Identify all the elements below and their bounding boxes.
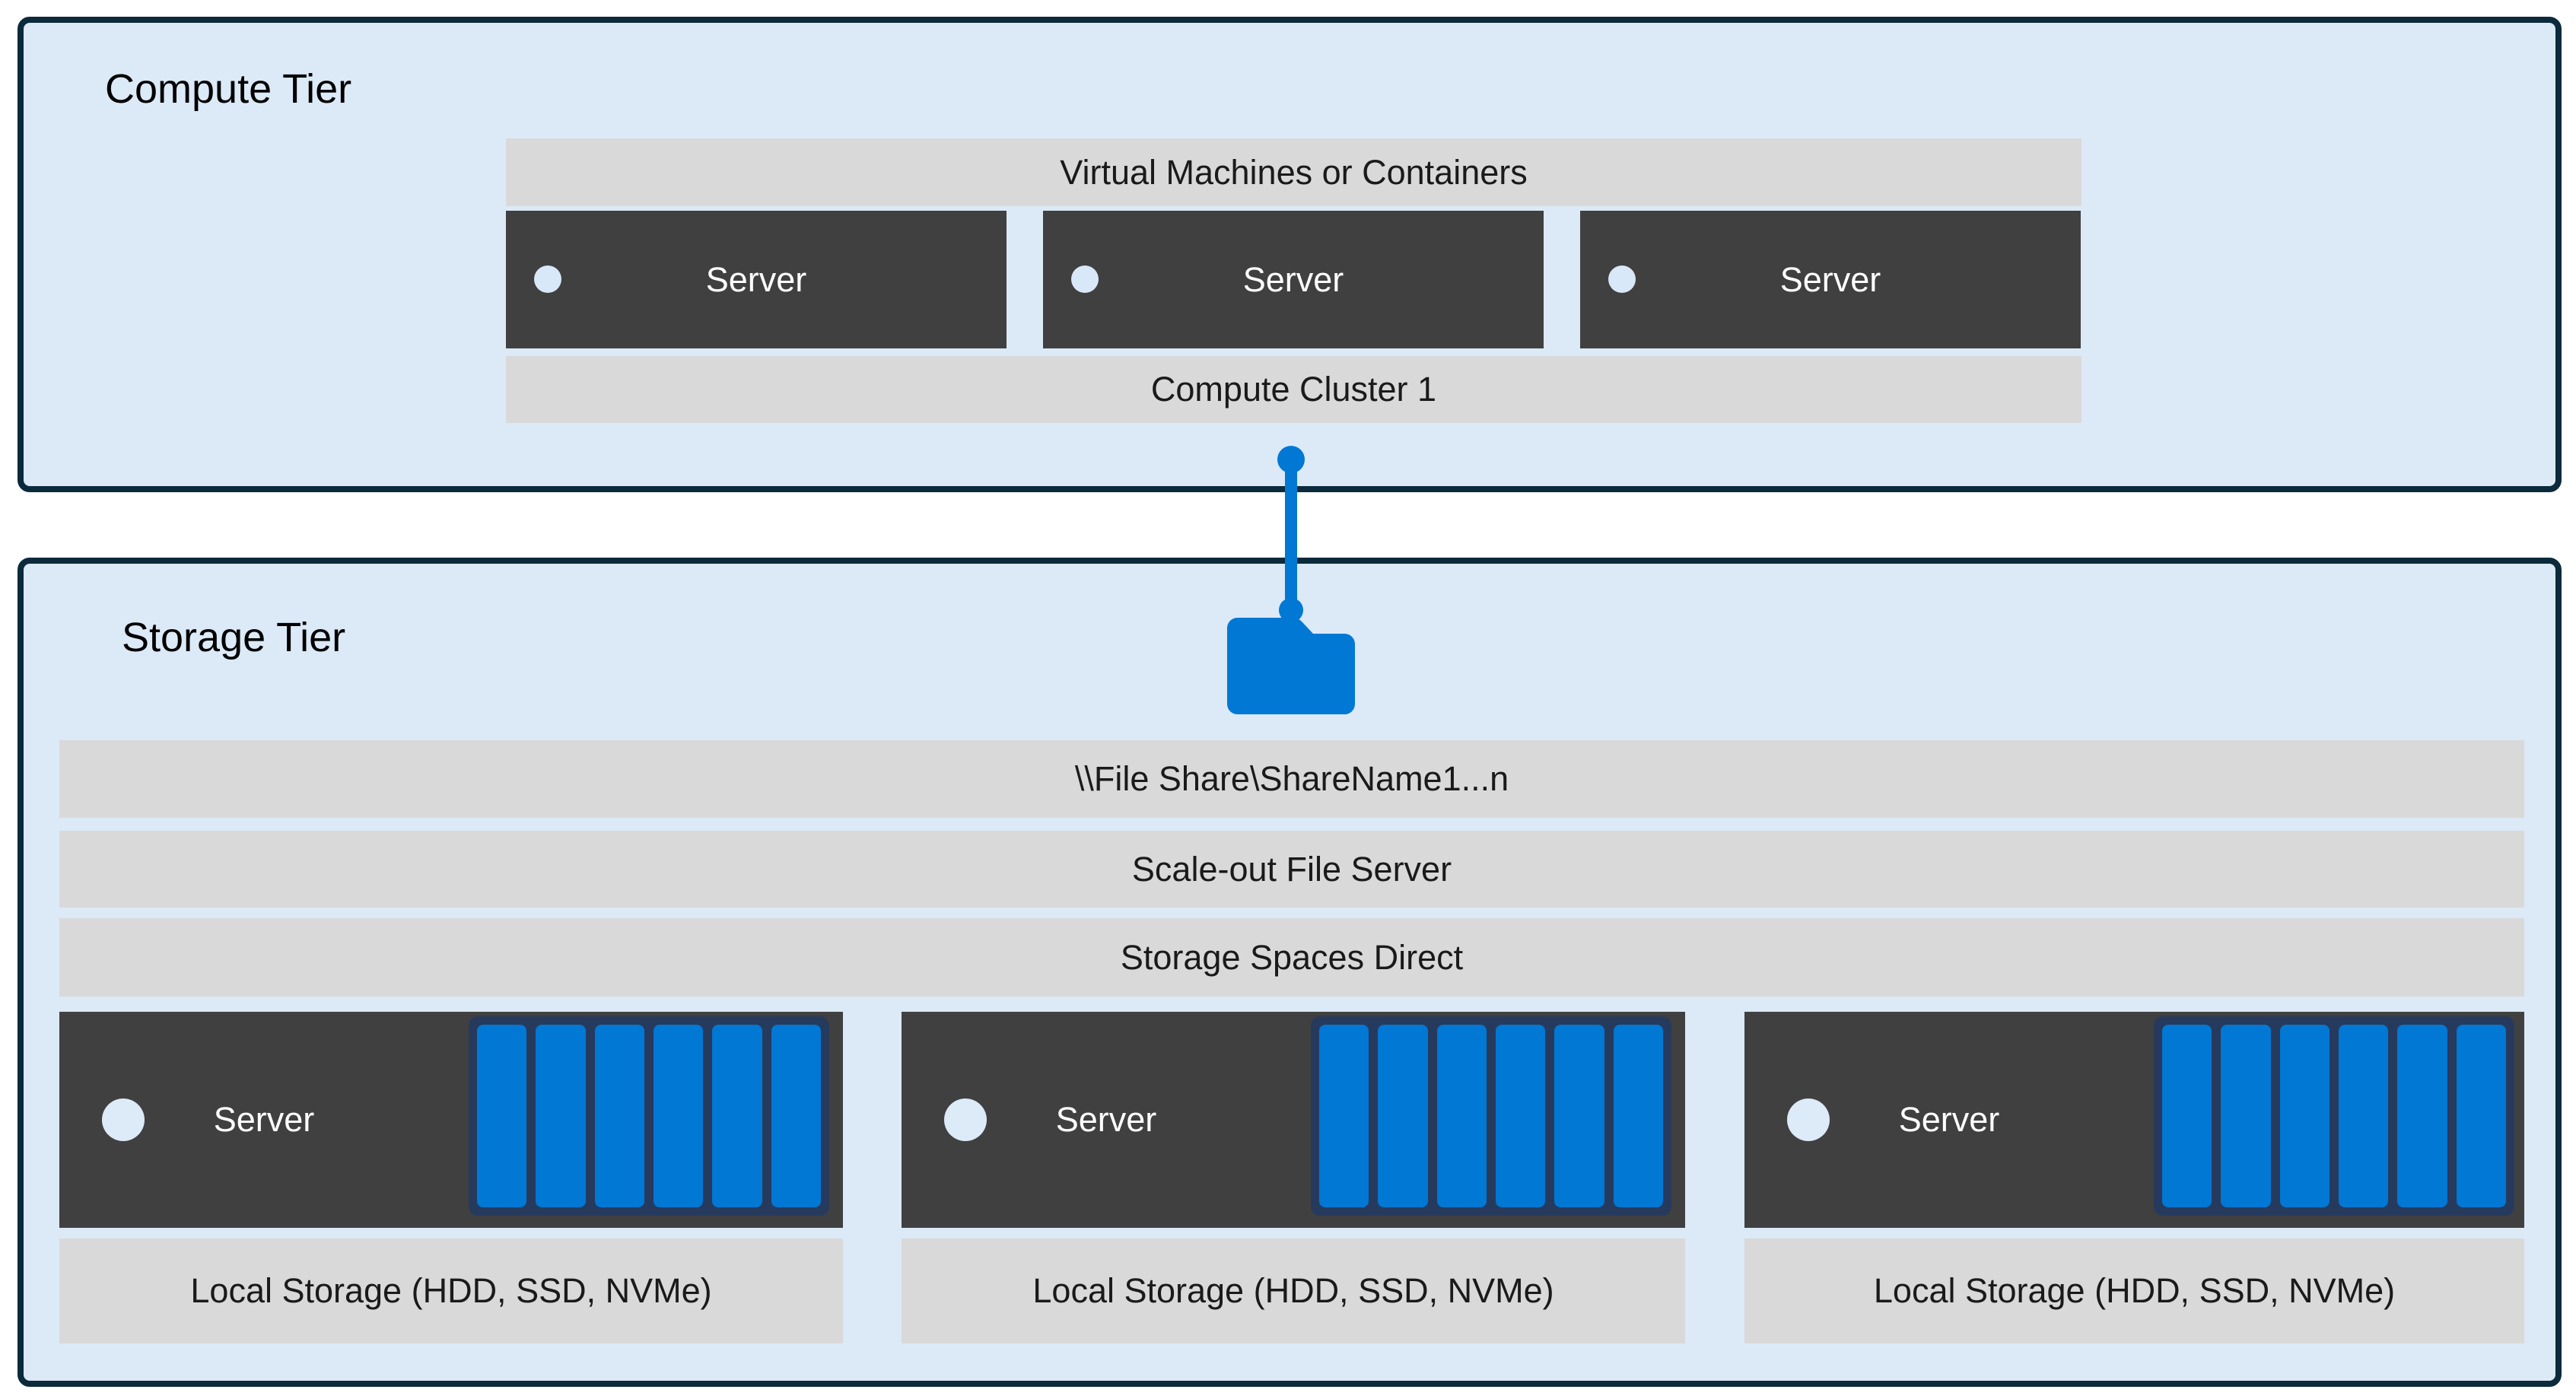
server-indicator-light-icon [1787, 1099, 1830, 1141]
disk-icon [771, 1025, 821, 1207]
disk-icon [2397, 1025, 2447, 1207]
storage-server-box: Server [59, 1012, 843, 1228]
storage-server-box: Server [1744, 1012, 2524, 1228]
server-indicator-light-icon [944, 1099, 987, 1141]
compute-server-box: Server [1580, 211, 2081, 348]
local-storage-bar: Local Storage (HDD, SSD, NVMe) [1744, 1238, 2524, 1343]
disk-icon [2456, 1025, 2506, 1207]
local-storage-label: Local Storage (HDD, SSD, NVMe) [1032, 1271, 1554, 1310]
server-label: Server [1242, 259, 1344, 299]
disk-array-icon [469, 1016, 829, 1216]
disk-icon [2221, 1025, 2271, 1207]
compute-cluster-bar: Compute Cluster 1 [506, 356, 2081, 423]
scale-out-file-server-label: Scale-out File Server [1131, 849, 1452, 889]
disk-icon [1378, 1025, 1428, 1207]
compute-cluster-label: Compute Cluster 1 [1150, 370, 1437, 409]
storage-tier-title: Storage Tier [122, 615, 346, 660]
file-share-label: \\File Share\ShareName1...n [1074, 759, 1509, 798]
local-storage-bar: Local Storage (HDD, SSD, NVMe) [902, 1238, 1685, 1343]
local-storage-bar: Local Storage (HDD, SSD, NVMe) [59, 1238, 843, 1343]
compute-tier-box: Compute Tier Virtual Machines or Contain… [17, 17, 2562, 492]
server-label: Server [705, 259, 807, 299]
compute-server-box: Server [1043, 211, 1544, 348]
server-label: Server [213, 1100, 315, 1139]
disk-icon [594, 1025, 644, 1207]
disk-icon [2279, 1025, 2330, 1207]
disk-icon [1319, 1025, 1369, 1207]
file-share-bar: \\File Share\ShareName1...n [59, 740, 2524, 818]
storage-tier-box: Storage Tier \\File Share\ShareName1...n… [17, 558, 2562, 1387]
server-indicator-light-icon [1071, 265, 1099, 293]
compute-server-box: Server [506, 211, 1007, 348]
disk-icon [1436, 1025, 1487, 1207]
server-label: Server [1898, 1100, 2000, 1139]
disk-array-icon [1311, 1016, 1671, 1216]
compute-tier-title: Compute Tier [105, 66, 352, 112]
vm-containers-bar: Virtual Machines or Containers [506, 138, 2081, 206]
disk-icon [477, 1025, 527, 1207]
disk-icon [536, 1025, 586, 1207]
storage-spaces-direct-bar: Storage Spaces Direct [59, 918, 2524, 997]
disk-icon [1613, 1025, 1663, 1207]
server-label: Server [1779, 259, 1881, 299]
server-indicator-light-icon [102, 1099, 145, 1141]
disk-icon [1495, 1025, 1546, 1207]
server-indicator-light-icon [534, 265, 561, 293]
cluster-to-share-connector-line [1285, 459, 1297, 610]
connector-endpoint-top [1277, 446, 1305, 473]
storage-spaces-direct-label: Storage Spaces Direct [1120, 937, 1464, 977]
file-share-folder-icon [1227, 618, 1355, 714]
disk-icon [1554, 1025, 1604, 1207]
disk-icon [653, 1025, 704, 1207]
disk-icon [2162, 1025, 2212, 1207]
local-storage-label: Local Storage (HDD, SSD, NVMe) [190, 1271, 712, 1310]
vm-containers-label: Virtual Machines or Containers [1060, 152, 1528, 192]
local-storage-label: Local Storage (HDD, SSD, NVMe) [1873, 1271, 2396, 1310]
server-indicator-light-icon [1608, 265, 1636, 293]
connector-endpoint-bottom [1279, 598, 1303, 622]
disk-icon [2338, 1025, 2389, 1207]
storage-server-box: Server [902, 1012, 1685, 1228]
disk-array-icon [2154, 1016, 2514, 1216]
server-label: Server [1055, 1100, 1157, 1139]
scale-out-file-server-bar: Scale-out File Server [59, 831, 2524, 908]
disk-icon [712, 1025, 762, 1207]
